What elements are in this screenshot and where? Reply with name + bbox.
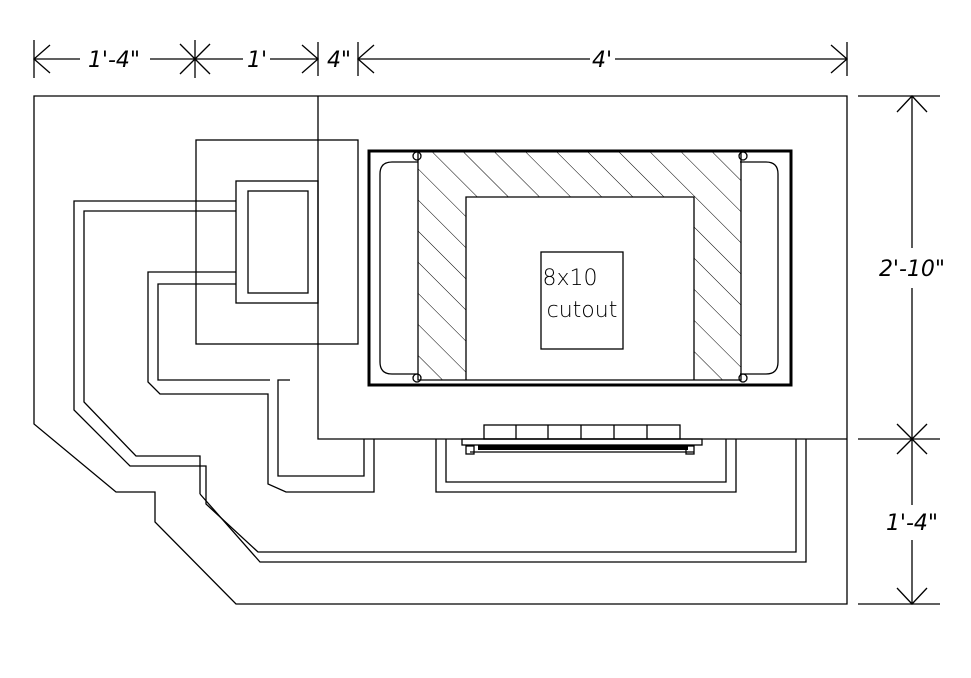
plumbing-lines-bottom-inner [445, 439, 727, 483]
top-dimension-lines [33, 40, 848, 78]
spa-outer-box [195, 139, 359, 345]
cutout-box [540, 251, 624, 350]
dim-right-2: 1'-4" [886, 511, 938, 536]
cutout-label-line2: cutout [547, 298, 618, 323]
plumbing-lines-left [73, 200, 807, 563]
dim-right-1: 2'-10" [879, 257, 945, 282]
right-dimension-lines [858, 95, 940, 605]
skimmer-fixture [461, 424, 703, 455]
left-rail [379, 161, 418, 375]
dim-top-3: 4" [327, 48, 351, 73]
cutout-label-line1: 8x10 [542, 266, 597, 291]
dim-top-2: 1' [247, 48, 267, 73]
right-rail [740, 161, 779, 375]
spa-inner-box [247, 190, 309, 294]
dim-top-1: 1'-4" [88, 48, 140, 73]
plumbing-lines-bottom [435, 439, 737, 493]
deck-outline [33, 95, 848, 605]
dim-top-4: 4' [592, 48, 612, 73]
hatched-insert [417, 150, 742, 381]
spa-middle-box [235, 180, 319, 304]
